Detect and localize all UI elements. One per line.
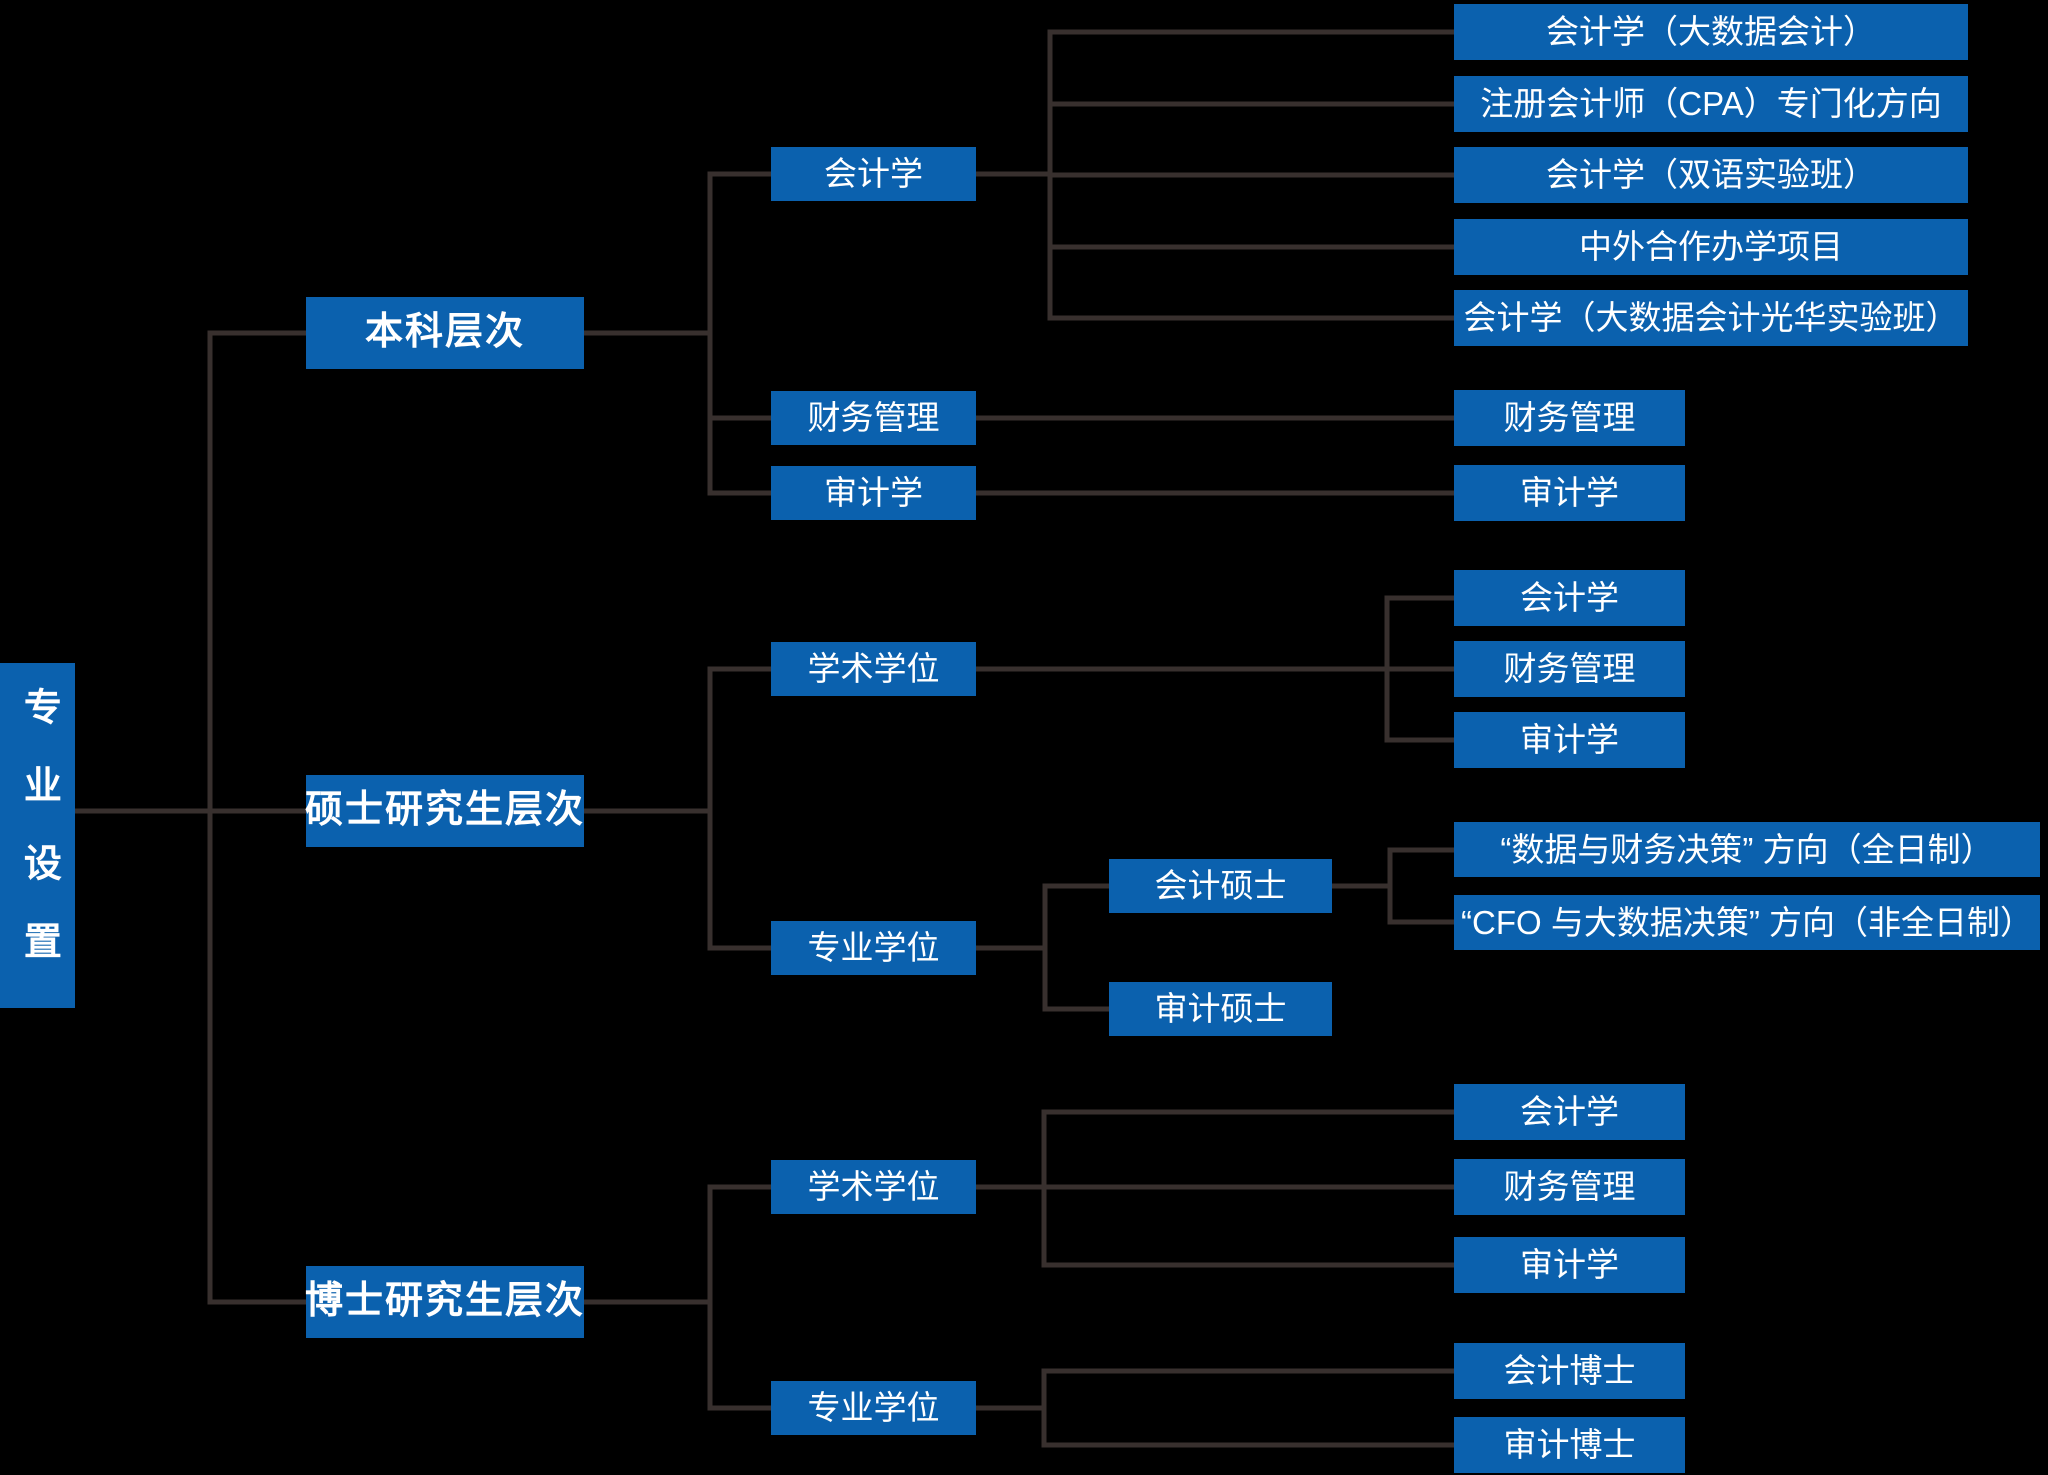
- leaf-ug-acc-bilingual: 会计学（双语实验班）: [1454, 147, 1968, 203]
- leaf-ug-acc-cpa: 注册会计师（CPA）专门化方向: [1454, 76, 1968, 132]
- ug-auditing: 审计学: [771, 466, 976, 520]
- ug-financial-management: 财务管理: [771, 391, 976, 445]
- leaf-phd-acad-financial-management: 财务管理: [1454, 1159, 1685, 1215]
- leaf-ms-macc-parttime: “CFO 与大数据决策” 方向（非全日制）: [1454, 895, 2040, 950]
- leaf-phd-acad-accounting: 会计学: [1454, 1084, 1685, 1140]
- leaf-ug-auditing: 审计学: [1454, 465, 1685, 521]
- leaf-ms-acad-auditing: 审计学: [1454, 712, 1685, 768]
- level1-doctoral: 博士研究生层次: [305, 1266, 584, 1338]
- leaf-ug-financial-management: 财务管理: [1454, 390, 1685, 446]
- leaf-ms-acad-financial-management: 财务管理: [1454, 641, 1685, 697]
- root-node-major-settings: 专业设置: [0, 663, 75, 1008]
- leaf-ms-macc-fulltime: “数据与财务决策” 方向（全日制）: [1454, 822, 2040, 877]
- ms-academic-degree: 学术学位: [771, 642, 976, 696]
- leaf-ms-acad-accounting: 会计学: [1454, 570, 1685, 626]
- leaf-phd-acad-auditing: 审计学: [1454, 1237, 1685, 1293]
- leaf-phd-auditing-doctor: 审计博士: [1454, 1417, 1685, 1473]
- leaf-ug-acc-bigdata: 会计学（大数据会计）: [1454, 4, 1968, 60]
- ug-accounting: 会计学: [771, 147, 976, 201]
- phd-professional-degree: 专业学位: [771, 1381, 976, 1435]
- leaf-ug-acc-guanghua: 会计学（大数据会计光华实验班）: [1454, 290, 1968, 346]
- ms-professional-degree: 专业学位: [771, 921, 976, 975]
- ms-accounting-master: 会计硕士: [1109, 859, 1332, 913]
- leaf-ug-acc-sino-foreign: 中外合作办学项目: [1454, 219, 1968, 275]
- level1-undergraduate: 本科层次: [306, 297, 584, 369]
- phd-academic-degree: 学术学位: [771, 1160, 976, 1214]
- ms-auditing-master: 审计硕士: [1109, 982, 1332, 1036]
- leaf-phd-accounting-doctor: 会计博士: [1454, 1343, 1685, 1399]
- level1-masters: 硕士研究生层次: [305, 775, 584, 847]
